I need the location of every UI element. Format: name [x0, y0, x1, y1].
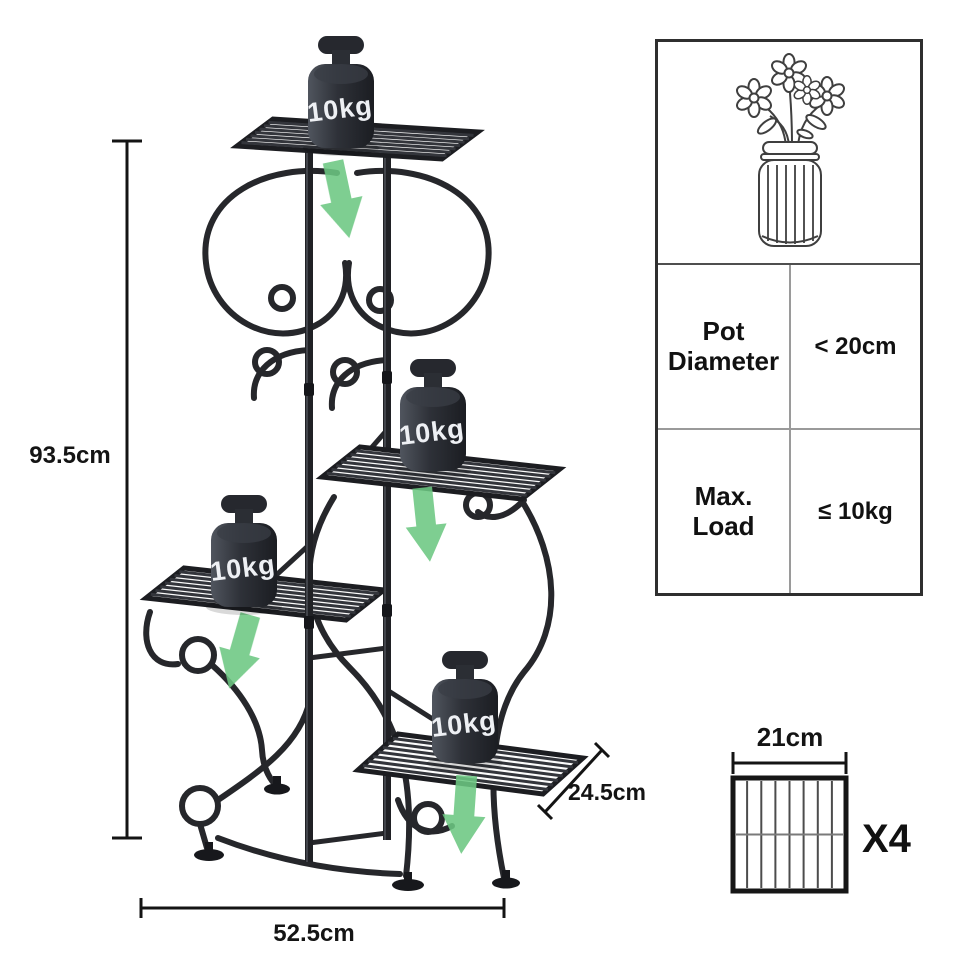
spec-table: Pot Diameter < 20cm Max. Load ≤ 10kg: [655, 39, 923, 596]
dimension-height: 93.5cm: [29, 139, 142, 840]
dimension-width: 52.5cm: [139, 898, 506, 947]
weight-10kg: 10kg: [206, 495, 282, 615]
spec-label: Max. Load: [658, 430, 791, 593]
spec-value: < 20cm: [814, 332, 897, 360]
width-dimension-label: 52.5cm: [273, 920, 354, 947]
shelf-grid-icon: [730, 775, 849, 894]
vase-illustration-cell: [658, 42, 920, 265]
weight-10kg: 10kg: [427, 651, 503, 771]
weight-10kg: 10kg: [395, 359, 471, 479]
spec-row-max-load: Max. Load ≤ 10kg: [658, 428, 920, 593]
shelf-size-diagram: 21cm X4: [730, 722, 912, 894]
quantity-label: X4: [862, 817, 912, 861]
dimension-shelf-width: 21cm: [731, 722, 848, 774]
shelf-tier-2: [315, 444, 567, 502]
feet: [194, 776, 520, 891]
weight-10kg: 10kg: [303, 36, 379, 156]
shelf-width-label: 21cm: [757, 722, 824, 752]
plant-stand-diagram: 10kg 10kg 10kg 10kg: [29, 36, 646, 947]
height-dimension-label: 93.5cm: [29, 442, 110, 469]
dimension-depth: 24.5cm: [536, 741, 646, 821]
spec-value: ≤ 10kg: [818, 497, 893, 525]
depth-dimension-label: 24.5cm: [568, 779, 646, 805]
shelf-size-panel: 21cm X4: [700, 710, 950, 940]
flower-vase-icon: [733, 52, 848, 247]
down-arrow-icon: [209, 609, 271, 695]
spec-label: Pot Diameter: [658, 265, 791, 428]
spec-row-pot-diameter: Pot Diameter < 20cm: [658, 265, 920, 428]
post-collars: [304, 371, 392, 629]
down-arrow-icon: [401, 485, 451, 564]
